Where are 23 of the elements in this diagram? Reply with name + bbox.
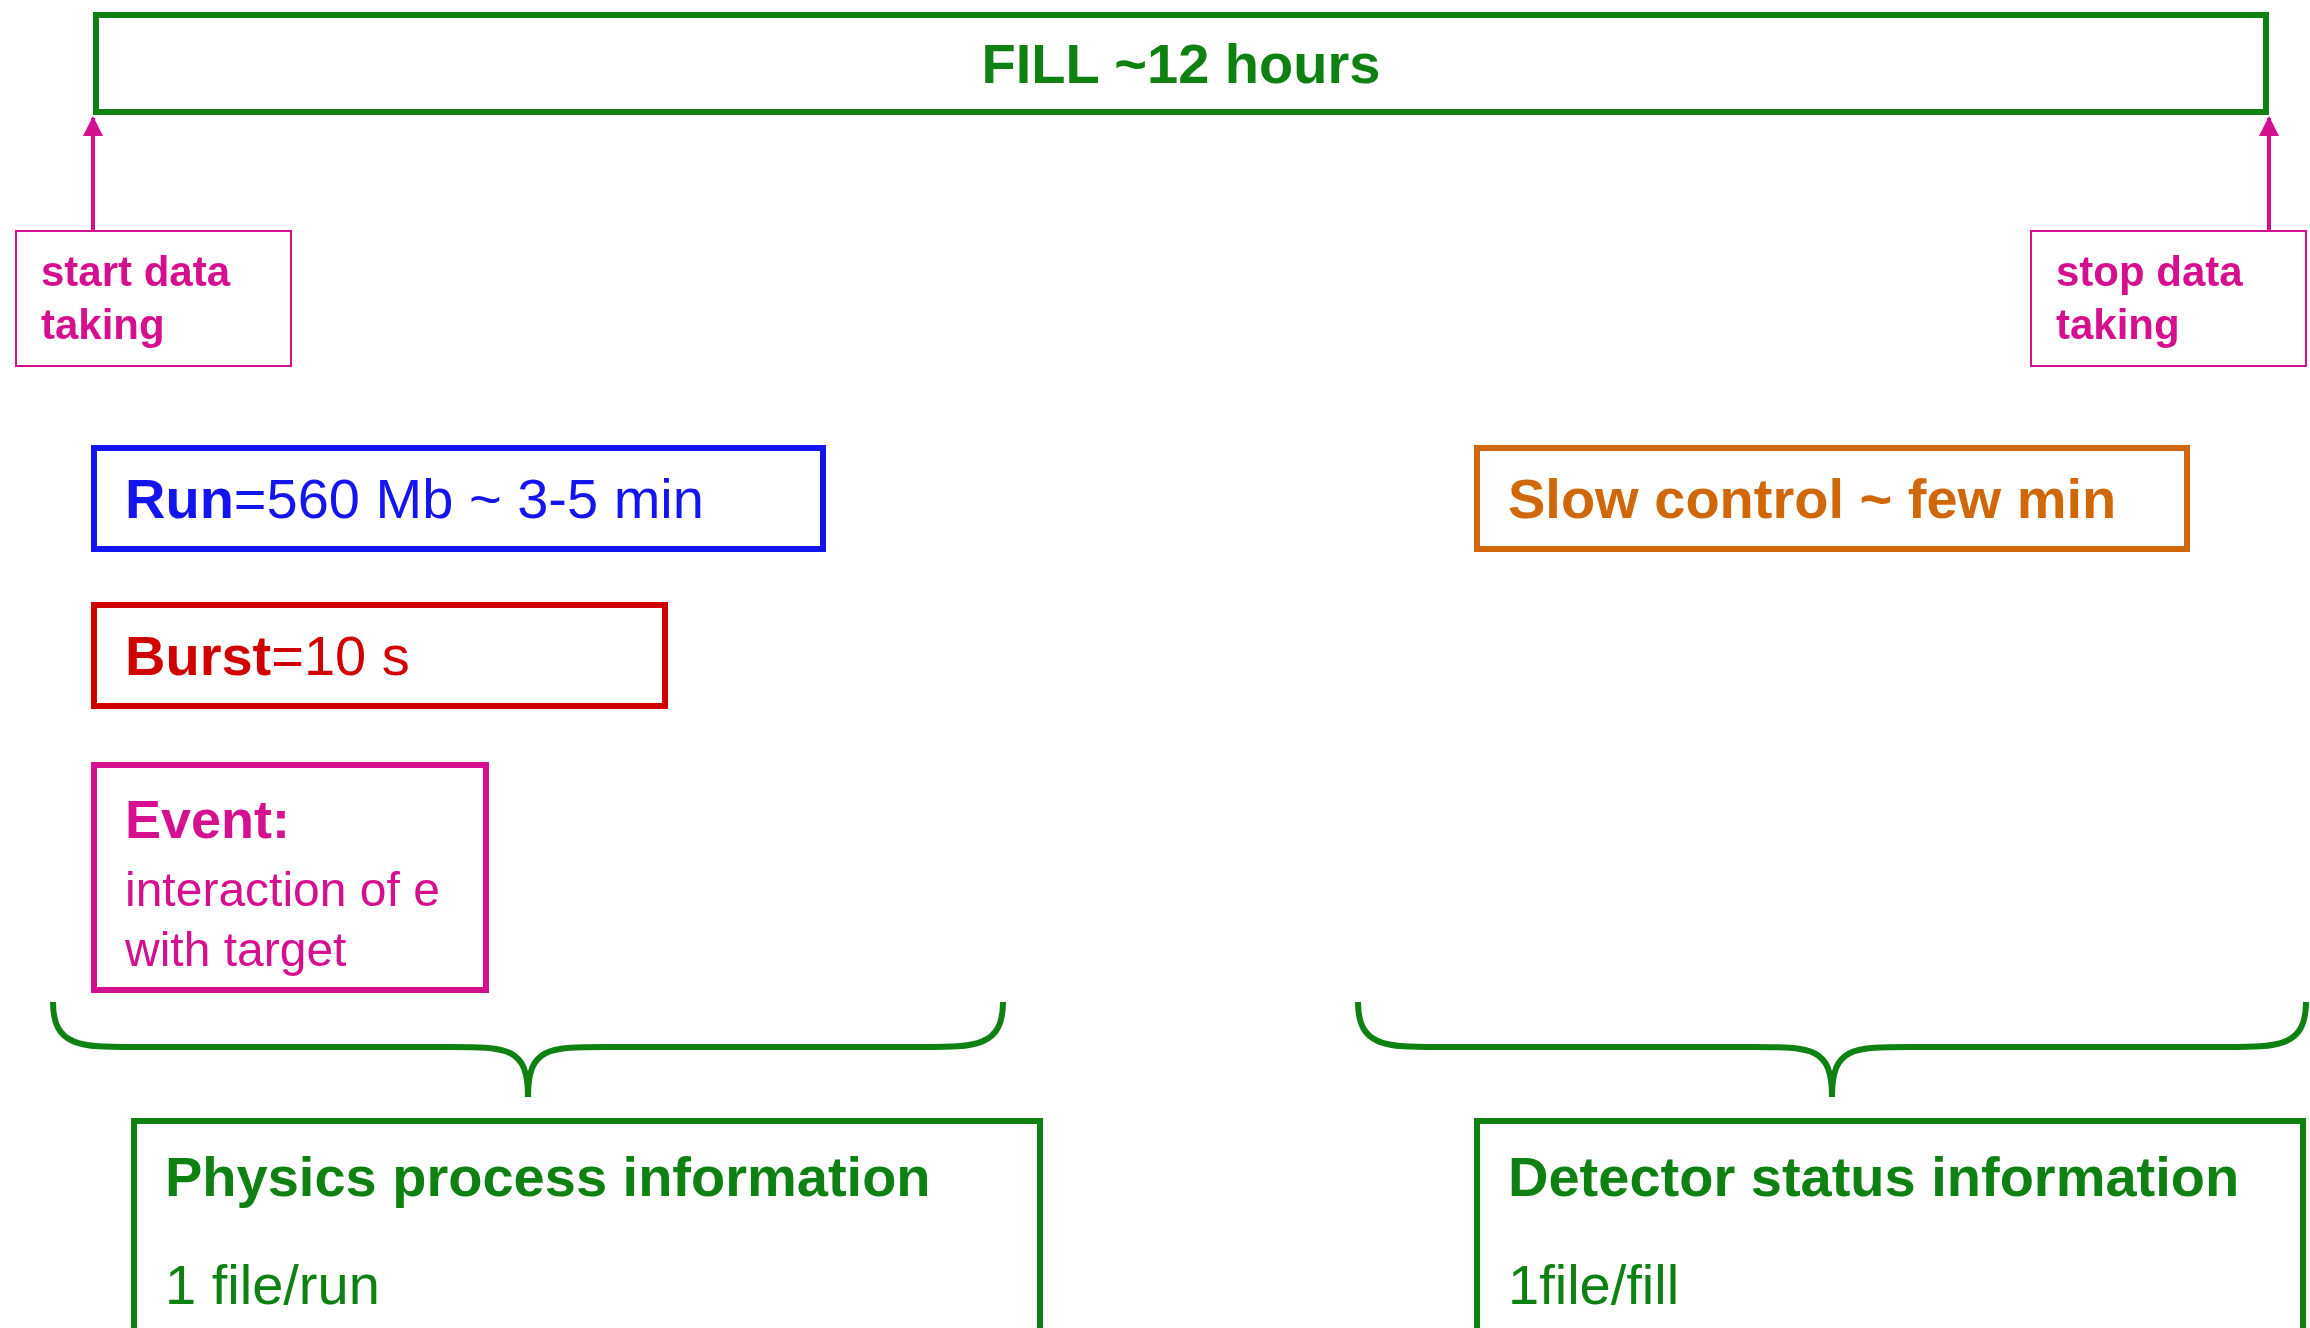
box-body-text: interaction of e with target (125, 861, 441, 978)
box-body-text: 1file/fill (1508, 1252, 1680, 1318)
note-box (15, 230, 292, 367)
note-box (2030, 230, 2307, 367)
box-label: Burst=10 s (125, 622, 410, 689)
box-label: Event: (125, 788, 291, 851)
arrow (2259, 116, 2279, 230)
arrow (83, 116, 103, 230)
info-box (1474, 1118, 2306, 1328)
box-label: Physics process information (165, 1144, 931, 1210)
process-box (1474, 445, 2190, 552)
process-box (91, 445, 826, 552)
box-label: start data taking (41, 247, 232, 350)
box-label: FILL ~12 hours (981, 30, 1381, 97)
info-box (131, 1118, 1043, 1328)
box-body-text: 1 file/run (165, 1252, 380, 1318)
box-label: Slow control ~ few min (1508, 465, 2117, 532)
box-label: Run=560 Mb ~ 3-5 min (125, 465, 704, 532)
process-box (91, 602, 668, 709)
time-span-box (93, 12, 2269, 115)
box-label: stop data taking (2056, 247, 2244, 350)
process-box (91, 762, 489, 993)
box-label: Detector status information (1508, 1144, 2240, 1210)
